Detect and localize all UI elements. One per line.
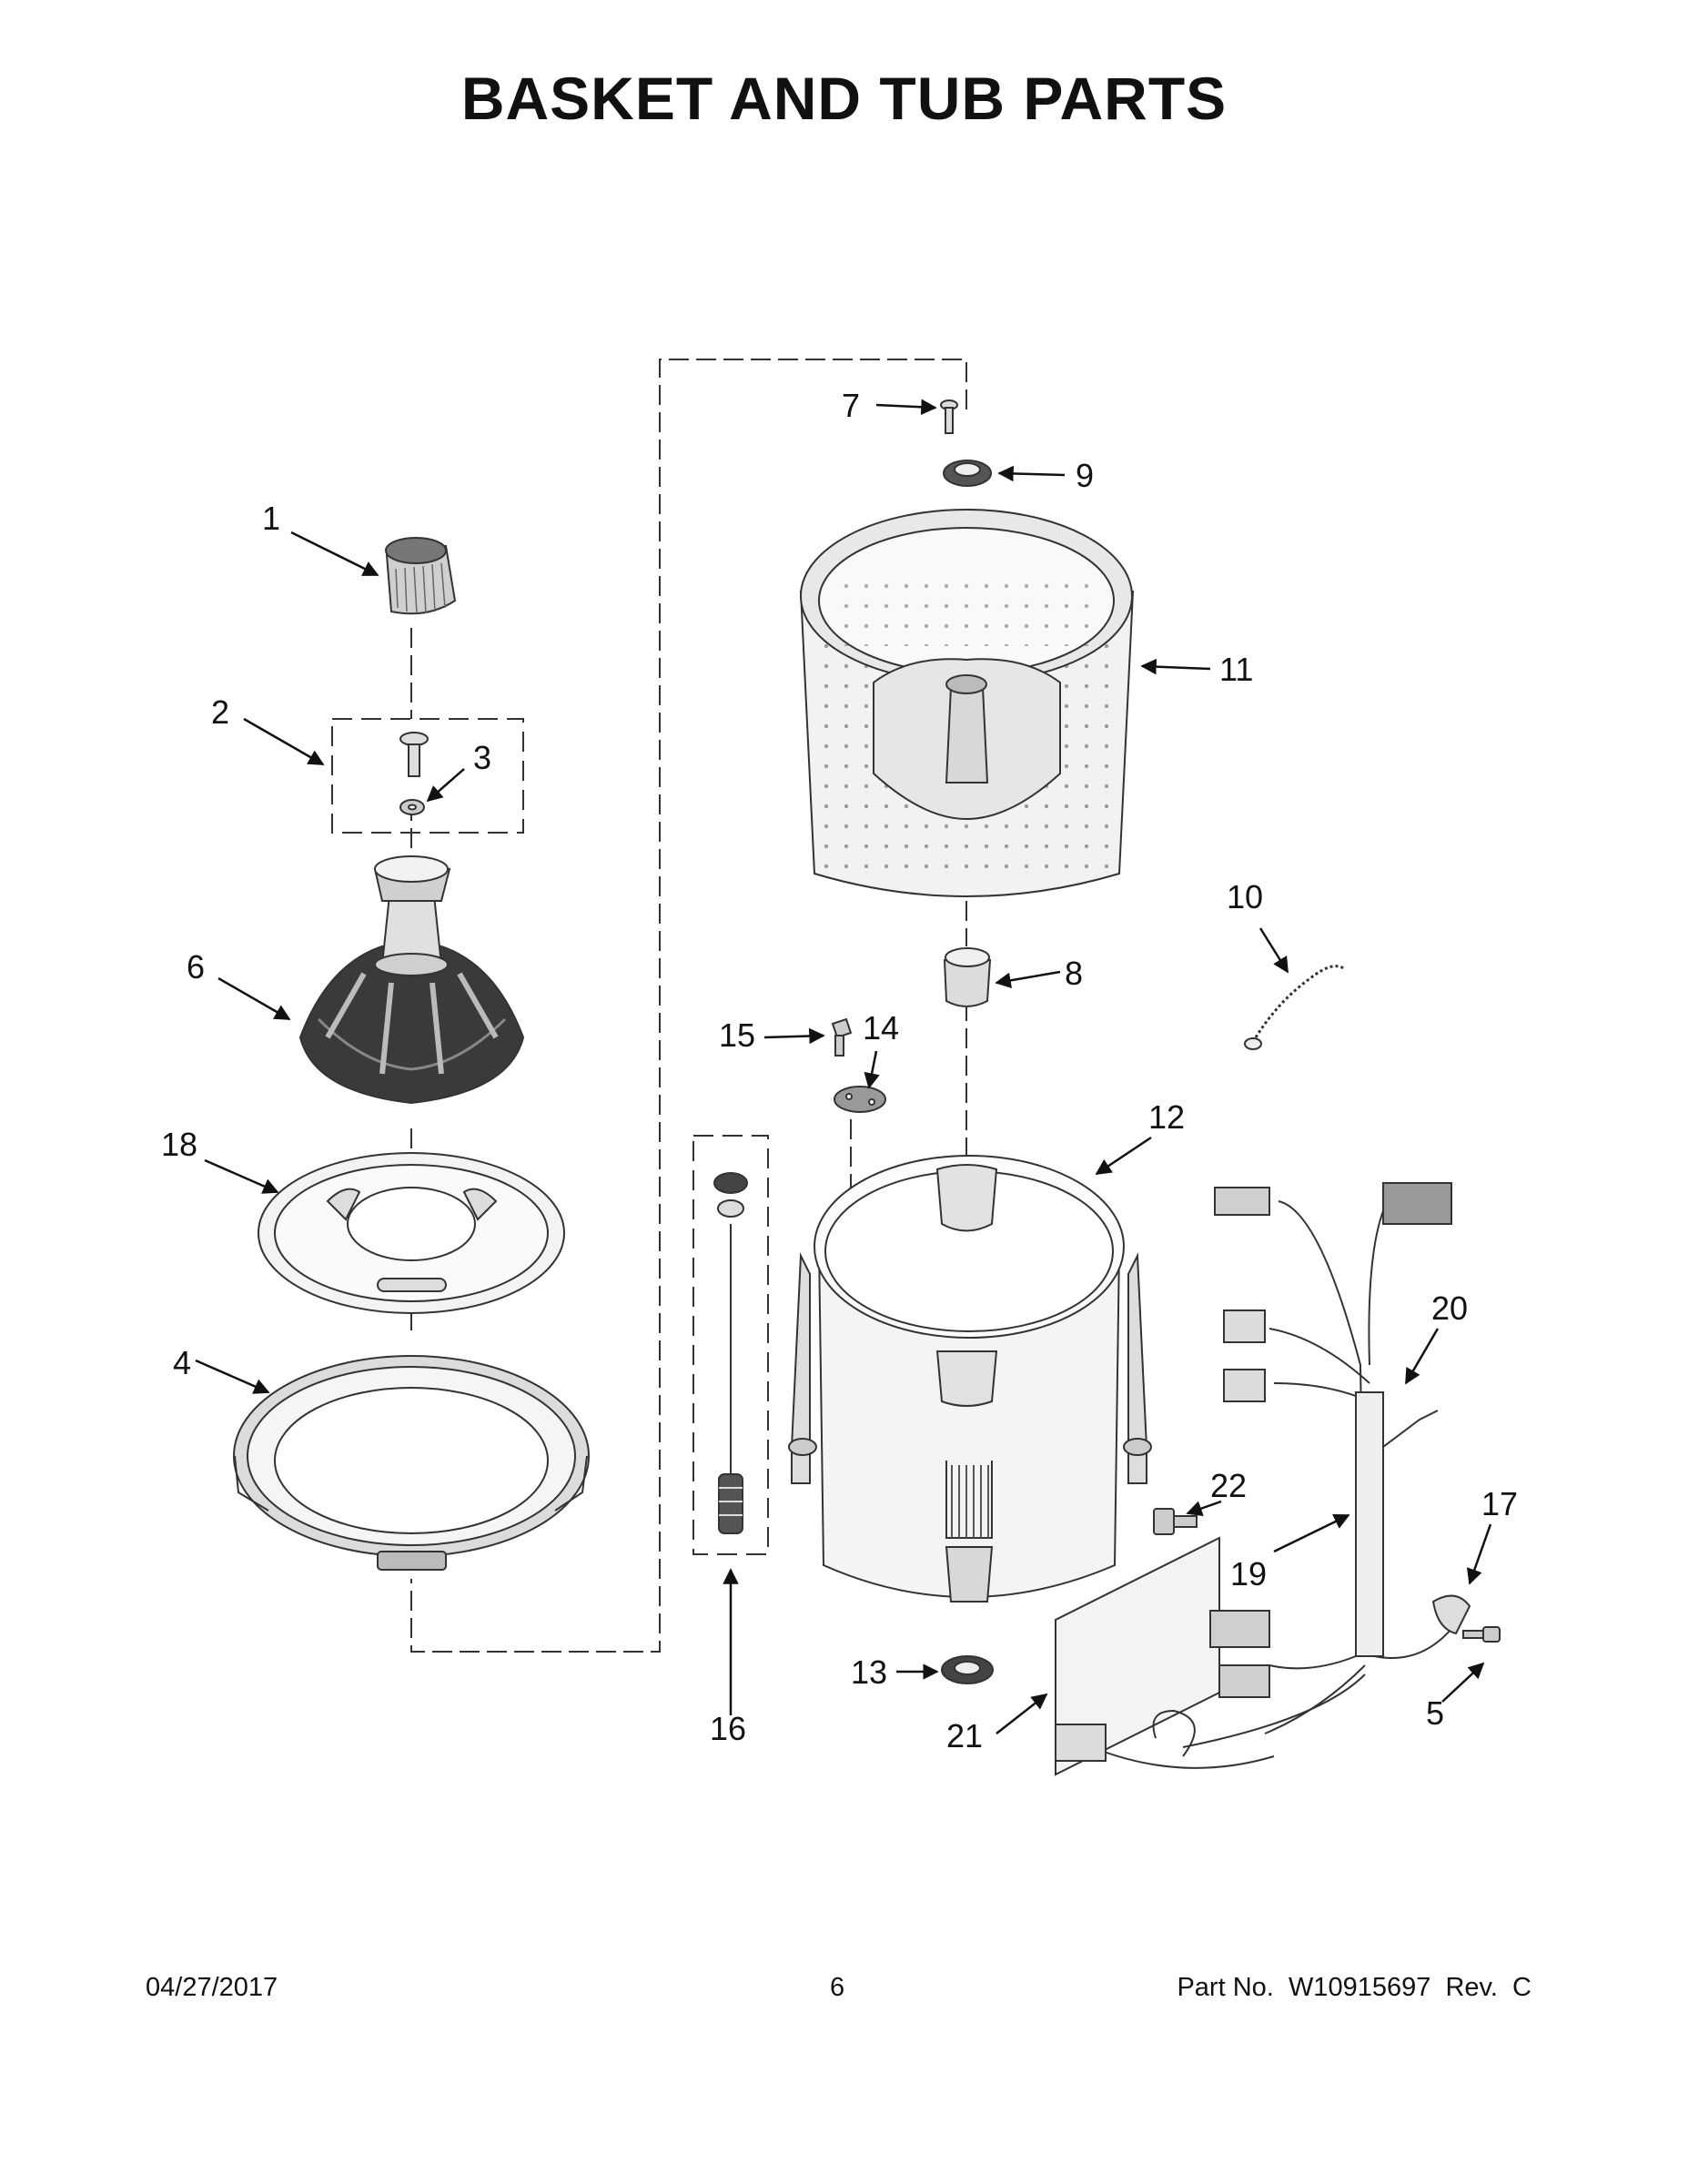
part-7-screw bbox=[940, 399, 958, 434]
part-4-tub-ring bbox=[233, 1355, 590, 1571]
callout-18: 18 bbox=[161, 1126, 197, 1163]
part-18-ring bbox=[258, 1152, 565, 1314]
callout-22: 22 bbox=[1210, 1467, 1247, 1504]
part-8-sleeve bbox=[943, 947, 992, 1007]
part-22-screw bbox=[1153, 1508, 1198, 1535]
callout-11: 11 bbox=[1219, 651, 1253, 688]
harness-connectors bbox=[1055, 1182, 1452, 1762]
callout-7: 7 bbox=[842, 387, 860, 424]
callout-16: 16 bbox=[710, 1710, 746, 1747]
callout-3: 3 bbox=[473, 739, 491, 776]
part-15-bolt bbox=[831, 1017, 853, 1057]
page-title: BASKET AND TUB PARTS bbox=[460, 65, 1228, 132]
part-17-clip bbox=[1431, 1594, 1471, 1635]
callout-4: 4 bbox=[173, 1344, 191, 1381]
callout-6: 6 bbox=[187, 948, 205, 986]
part-9-nut bbox=[943, 460, 992, 487]
part-6-impeller bbox=[298, 855, 525, 1105]
part-11-basket bbox=[799, 509, 1135, 897]
part-2-bolt bbox=[399, 732, 429, 777]
callout-19: 19 bbox=[1230, 1555, 1267, 1592]
part-12-outer-tub bbox=[788, 1155, 1152, 1603]
callout-9: 9 bbox=[1076, 457, 1094, 494]
footer-date: 04/27/2017 bbox=[146, 1973, 278, 2002]
part-2-box bbox=[331, 718, 524, 834]
part-13-seal bbox=[941, 1655, 994, 1684]
callout-2: 2 bbox=[211, 693, 229, 731]
callout-10: 10 bbox=[1227, 878, 1263, 915]
callout-17: 17 bbox=[1481, 1485, 1518, 1522]
part-1-cap bbox=[385, 537, 457, 615]
part-16-filter-rod bbox=[713, 1172, 748, 1534]
callout-21: 21 bbox=[946, 1717, 983, 1754]
callout-14: 14 bbox=[863, 1009, 899, 1046]
callout-1: 1 bbox=[262, 500, 280, 537]
footer-page-number: 6 bbox=[830, 1973, 845, 2002]
part-14-plate bbox=[834, 1086, 886, 1113]
callout-8: 8 bbox=[1065, 955, 1083, 992]
part-16-box bbox=[692, 1135, 769, 1555]
callout-numbers: 1 2 3 4 5 6 7 8 9 10 11 12 13 14 15 16 1… bbox=[161, 387, 1518, 1754]
part-3-washer bbox=[399, 799, 425, 815]
part-20-wire-harness bbox=[1091, 1182, 1457, 1769]
leader-arrows bbox=[195, 399, 1492, 1734]
callout-13: 13 bbox=[851, 1653, 887, 1691]
part-5-screw bbox=[1462, 1626, 1501, 1643]
callout-15: 15 bbox=[719, 1016, 755, 1054]
callout-20: 20 bbox=[1431, 1289, 1468, 1327]
footer-part-number: Part No. W10915697 Rev. C bbox=[1177, 1973, 1531, 2002]
callout-5: 5 bbox=[1426, 1694, 1444, 1732]
callout-12: 12 bbox=[1148, 1098, 1185, 1136]
part-10-wire bbox=[1244, 965, 1346, 1050]
